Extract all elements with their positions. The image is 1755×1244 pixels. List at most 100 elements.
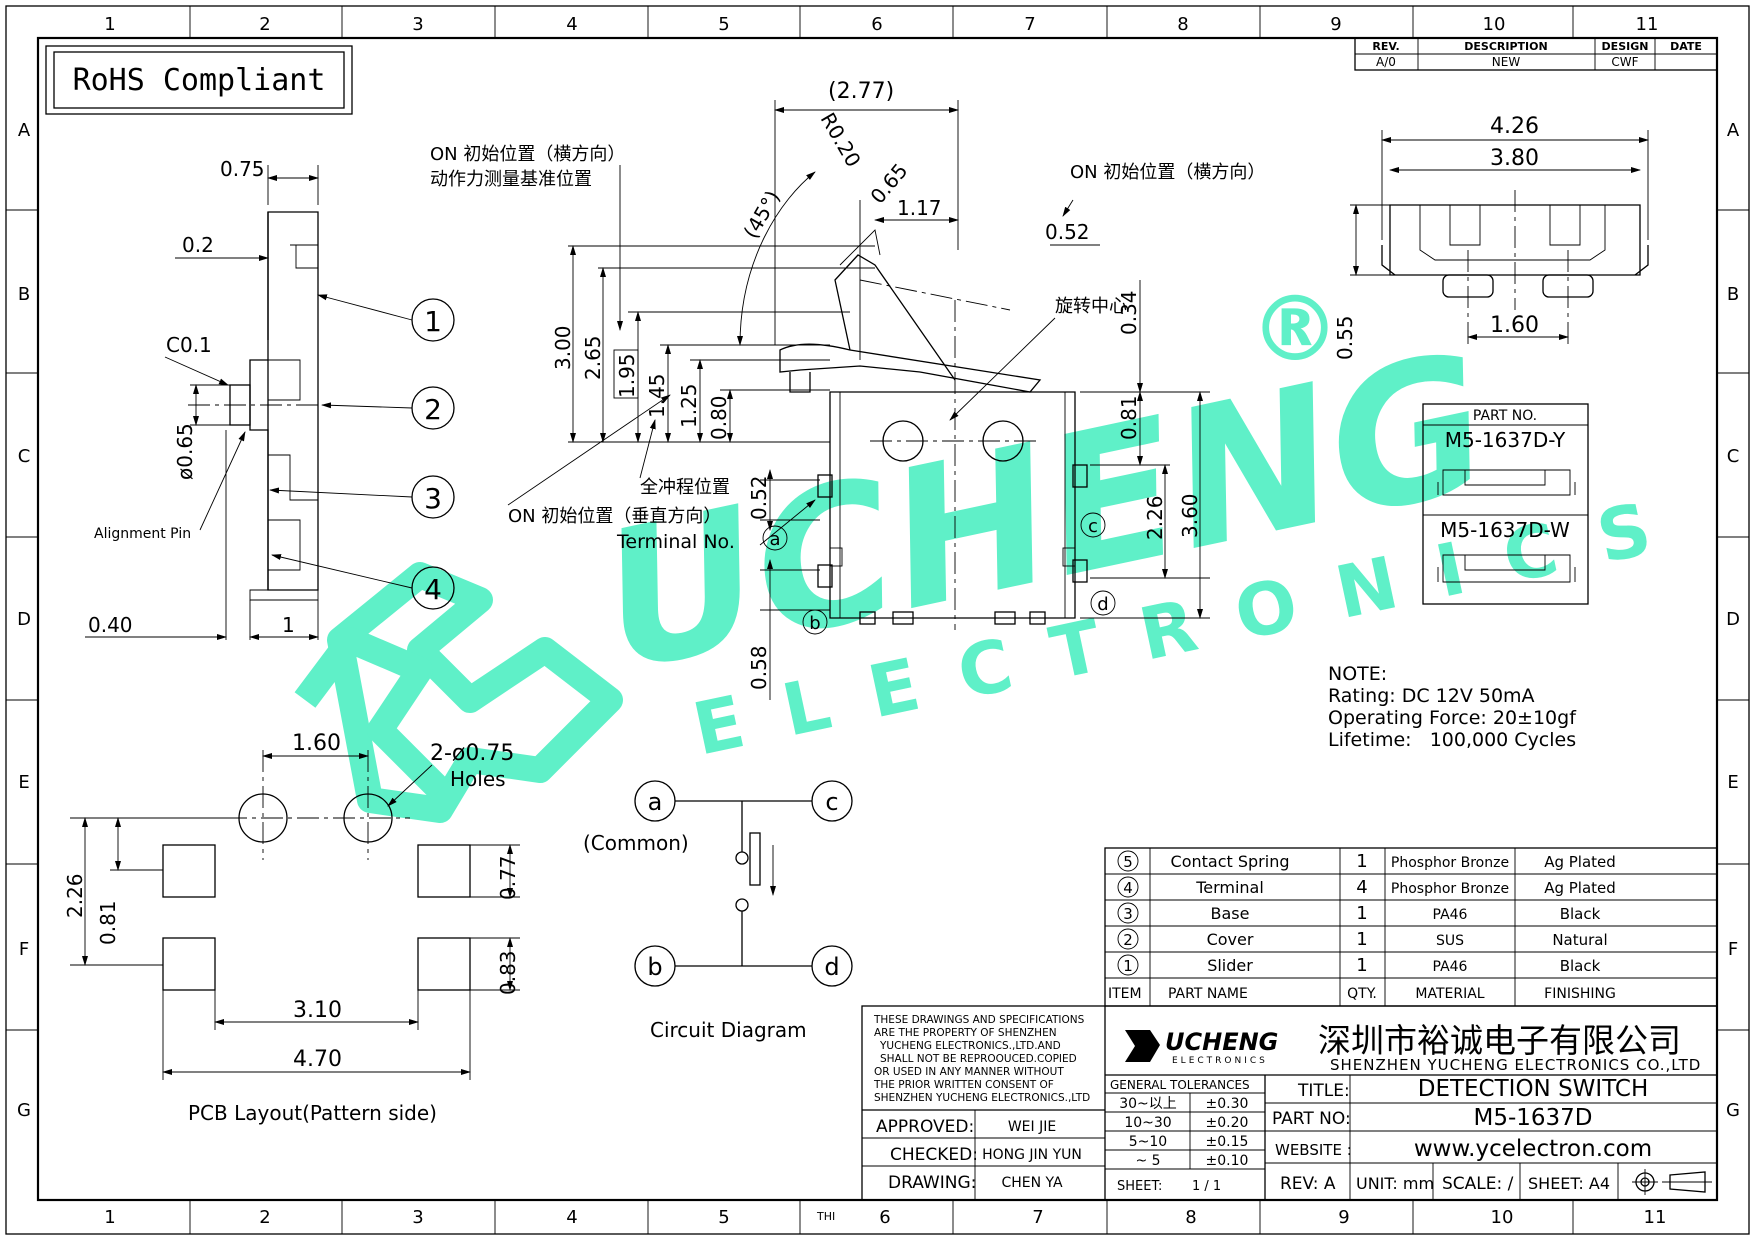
pcb-dim-1.60: 1.60 [292, 731, 341, 756]
col-label: 2 [259, 1207, 270, 1228]
bom-material: PA46 [1433, 907, 1468, 923]
alignment-pin-label: Alignment Pin [94, 526, 191, 542]
dim-1.17: 1.17 [897, 196, 942, 220]
balloon-2: 2 [424, 393, 442, 426]
bom-header-material: MATERIAL [1415, 986, 1484, 1002]
drawing-value: CHEN YA [1001, 1175, 1063, 1191]
bom-finish: Black [1560, 957, 1601, 975]
tol-value: ±0.15 [1206, 1134, 1249, 1150]
bom-header-qty: QTY. [1347, 986, 1377, 1002]
pcb-dim-3.10: 3.10 [293, 998, 342, 1023]
bom-item-number: 3 [1123, 905, 1133, 923]
rohs-text: RoHS Compliant [73, 63, 326, 98]
design-value: CWF [1611, 55, 1638, 69]
col-label: 6 [879, 1207, 890, 1228]
revision-table: REV. DESCRIPTION DESIGN DATE A/0 NEW CWF [1354, 37, 1718, 71]
note-rating: Rating: DC 12V 50mA [1328, 685, 1535, 707]
bom-finish: Ag Plated [1544, 879, 1616, 897]
col-label: 9 [1338, 1207, 1349, 1228]
pcb-dim-4.70: 4.70 [293, 1047, 342, 1072]
dim-0.2: 0.2 [182, 233, 214, 257]
col-label: 1 [104, 14, 115, 35]
dim-0.52-left: 0.52 [747, 475, 771, 520]
rev-header: REV. [1372, 40, 1399, 53]
part-no-y: M5-1637D-Y [1445, 428, 1566, 452]
bom-material: Phosphor Bronze [1391, 855, 1509, 871]
col-label: 1 [104, 1207, 115, 1228]
company-name-cn: 深圳市裕诚电子有限公司 [1318, 1021, 1681, 1060]
bom-header-finish: FINISHING [1544, 986, 1616, 1002]
row-label: G [1726, 1100, 1740, 1121]
bom-item-balloon [1117, 850, 1139, 872]
dim-1.95: 1.95 [615, 353, 639, 398]
row-label: D [17, 609, 31, 630]
checked-label: CHECKED: [890, 1145, 978, 1165]
bom-material: SUS [1436, 933, 1464, 949]
note-rotation-center: 旋转中心 [1055, 296, 1127, 317]
bom-item-number: 1 [1123, 957, 1133, 975]
balloon-1: 1 [424, 305, 442, 338]
dim-0.80: 0.80 [707, 395, 731, 440]
dim-3.60: 3.60 [1178, 493, 1202, 538]
dim-c0.1: C0.1 [166, 333, 212, 357]
bom-part-name: Slider [1207, 956, 1253, 975]
desc-value: NEW [1492, 55, 1521, 69]
bom-item-balloon [1117, 928, 1139, 950]
watermark-reg: ® [1250, 277, 1340, 382]
note-force: Operating Force: 20±10gf [1328, 707, 1577, 729]
bom-material: PA46 [1433, 959, 1468, 975]
website-value: www.ycelectron.com [1414, 1136, 1652, 1162]
tol-value: ±0.10 [1206, 1153, 1249, 1169]
tolerances-title: GENERAL TOLERANCES [1110, 1078, 1250, 1092]
circuit-common: (Common) [583, 831, 689, 855]
col-label: 10 [1483, 14, 1506, 35]
row-label: G [17, 1100, 31, 1121]
note-full-stroke: 全冲程位置 [640, 477, 730, 498]
circuit-caption: Circuit Diagram [650, 1018, 807, 1042]
tol-range: ~ 5 [1135, 1153, 1160, 1169]
dim-4.26: 4.26 [1490, 114, 1539, 139]
part-no-table: PART NO. M5-1637D-Y M5-1637D-W [1422, 403, 1589, 605]
pcb-holes-label: Holes [450, 767, 506, 791]
row-label: D [1726, 609, 1740, 630]
approved-value: WEI JIE [1008, 1119, 1056, 1135]
bom-header-name: PART NAME [1168, 986, 1248, 1002]
col-label: 8 [1177, 14, 1188, 35]
circuit-d: d [824, 953, 839, 981]
side-view: 0.75 0.2 C0.1 ø0.65 Alignment Pin 0.40 1… [85, 157, 455, 640]
company-logo-sub: ELECTRONICS [1172, 1056, 1268, 1066]
tol-range: 5~10 [1129, 1134, 1167, 1150]
top-view: 4.26 3.80 0.55 1.60 [1333, 114, 1649, 360]
row-label: B [1727, 284, 1739, 305]
dim-r0.20: R0.20 [816, 109, 866, 172]
bom-finish: Natural [1552, 931, 1607, 949]
company-logo-icon [1125, 1030, 1160, 1062]
part-no-w: M5-1637D-W [1440, 518, 1570, 542]
col-label: 4 [566, 14, 577, 35]
col-label: 8 [1185, 1207, 1196, 1228]
dim-1.45: 1.45 [645, 373, 669, 418]
column-labels-top: 1 2 3 4 5 6 7 8 9 10 11 [104, 14, 1658, 35]
note-terminal-no: Terminal No. [616, 531, 735, 553]
bom-qty: 1 [1356, 955, 1367, 976]
dim-2.77: (2.77) [828, 79, 894, 104]
drawing-label: DRAWING: [888, 1173, 976, 1193]
col-label: 4 [566, 1207, 577, 1228]
balloon-3: 3 [424, 482, 442, 515]
bom-header-item: ITEM [1108, 986, 1142, 1002]
tol-range: 10~30 [1124, 1115, 1171, 1131]
copyright-line: YUCHENG ELECTRONICS.,LTD.AND [879, 1040, 1061, 1052]
copyright-line: THESE DRAWINGS AND SPECIFICATIONS [873, 1014, 1085, 1026]
company-name-en: SHENZHEN YUCHENG ELECTRONICS CO.,LTD [1330, 1056, 1701, 1074]
desc-header: DESCRIPTION [1464, 40, 1547, 53]
notes-block: NOTE: Rating: DC 12V 50mA Operating Forc… [1328, 663, 1577, 751]
balloon-4: 4 [424, 573, 442, 606]
dim-2.26: 2.26 [1143, 495, 1167, 540]
bom-item-number: 5 [1123, 853, 1133, 871]
col-label: 7 [1032, 1207, 1043, 1228]
terminal-b: b [809, 613, 820, 634]
row-label: E [18, 772, 29, 793]
dim-dia0.65: ø0.65 [173, 423, 197, 480]
